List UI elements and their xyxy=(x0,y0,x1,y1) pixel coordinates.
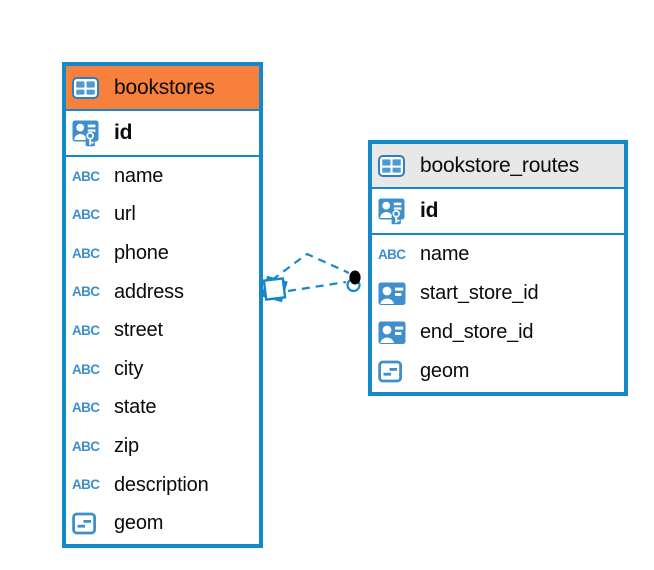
column-type-icon-box: ABC xyxy=(72,440,106,454)
table-icon xyxy=(378,154,412,177)
stacked-squares-icon xyxy=(262,277,287,301)
column-type-icon-box: ABC xyxy=(72,324,106,338)
column-name: url xyxy=(114,203,136,226)
column-name: address xyxy=(114,280,184,303)
column-type-icon-box xyxy=(378,282,412,306)
column-row-name[interactable]: ABC name xyxy=(372,235,624,274)
column-name: name xyxy=(114,164,164,187)
column-row-geom[interactable]: geom xyxy=(372,352,624,391)
relationship-source-marker[interactable] xyxy=(261,275,288,303)
geometry-type-icon xyxy=(72,512,97,535)
table-bookstores-header[interactable]: bookstores xyxy=(66,66,259,111)
column-row-state[interactable]: ABC state xyxy=(66,389,259,428)
column-type-icon-box xyxy=(72,120,106,147)
primary-key-icon xyxy=(72,120,99,146)
column-row-url[interactable]: ABC url xyxy=(66,196,259,235)
column-name: zip xyxy=(114,434,139,457)
column-row-start_store_id[interactable]: start_store_id xyxy=(372,274,624,313)
text-type-icon: ABC xyxy=(72,438,100,454)
geometry-type-icon xyxy=(378,360,403,382)
text-type-icon: ABC xyxy=(72,245,100,261)
reference-type-icon xyxy=(378,321,406,344)
primary-key-icon xyxy=(378,198,405,224)
column-row-description[interactable]: ABC description xyxy=(66,466,259,505)
column-type-icon-box xyxy=(378,360,412,384)
column-type-icon-box: ABC xyxy=(72,401,106,415)
column-name: geom xyxy=(114,512,164,535)
column-type-icon-box: ABC xyxy=(72,247,106,261)
text-type-icon: ABC xyxy=(72,322,100,338)
column-type-icon-box xyxy=(378,198,412,225)
column-name: end_store_id xyxy=(420,321,534,343)
column-type-icon-box: ABC xyxy=(72,363,106,377)
text-type-icon: ABC xyxy=(72,284,100,300)
relationship-line-2[interactable] xyxy=(287,280,347,293)
column-type-icon-box: ABC xyxy=(72,285,106,299)
table-title: bookstore_routes xyxy=(420,153,580,177)
column-name: state xyxy=(114,396,157,419)
text-type-icon: ABC xyxy=(72,168,100,184)
table-bookstore-routes-header[interactable]: bookstore_routes xyxy=(372,144,624,189)
column-type-icon-box: ABC xyxy=(72,208,106,222)
column-name: phone xyxy=(114,241,169,264)
column-row-street[interactable]: ABC street xyxy=(66,311,259,350)
text-type-icon: ABC xyxy=(72,400,100,416)
column-type-icon-box xyxy=(378,321,412,345)
text-type-icon: ABC xyxy=(378,246,406,262)
column-row-id[interactable]: id xyxy=(66,111,259,157)
text-type-icon: ABC xyxy=(72,361,100,377)
column-name: description xyxy=(114,473,209,496)
column-type-icon-box: ABC xyxy=(378,248,412,262)
column-name: street xyxy=(114,319,163,342)
column-row-phone[interactable]: ABC phone xyxy=(66,234,259,273)
table-icon xyxy=(378,154,405,177)
column-row-address[interactable]: ABC address xyxy=(66,273,259,312)
column-name: id xyxy=(114,121,133,144)
column-row-name[interactable]: ABC name xyxy=(66,157,259,196)
column-row-geom[interactable]: geom xyxy=(66,504,259,543)
column-name: geom xyxy=(420,360,470,382)
column-row-end_store_id[interactable]: end_store_id xyxy=(372,313,624,352)
column-type-icon-box: ABC xyxy=(72,170,106,184)
filled-dot-icon xyxy=(349,270,361,285)
column-name: start_store_id xyxy=(420,282,539,304)
relationship-target-marker[interactable] xyxy=(346,270,361,293)
column-row-zip[interactable]: ABC zip xyxy=(66,427,259,466)
reference-type-icon xyxy=(378,282,406,305)
column-row-city[interactable]: ABC city xyxy=(66,350,259,389)
column-type-icon-box xyxy=(72,512,106,536)
table-title: bookstores xyxy=(114,75,215,99)
table-icon xyxy=(72,76,106,99)
text-type-icon: ABC xyxy=(72,477,100,493)
text-type-icon: ABC xyxy=(72,207,100,223)
column-row-id[interactable]: id xyxy=(372,189,624,235)
relationship-line-1[interactable] xyxy=(271,252,350,281)
column-type-icon-box: ABC xyxy=(72,478,106,492)
column-name: id xyxy=(420,199,439,222)
table-icon xyxy=(72,76,99,99)
column-name: name xyxy=(420,243,470,265)
column-name: city xyxy=(114,357,144,380)
